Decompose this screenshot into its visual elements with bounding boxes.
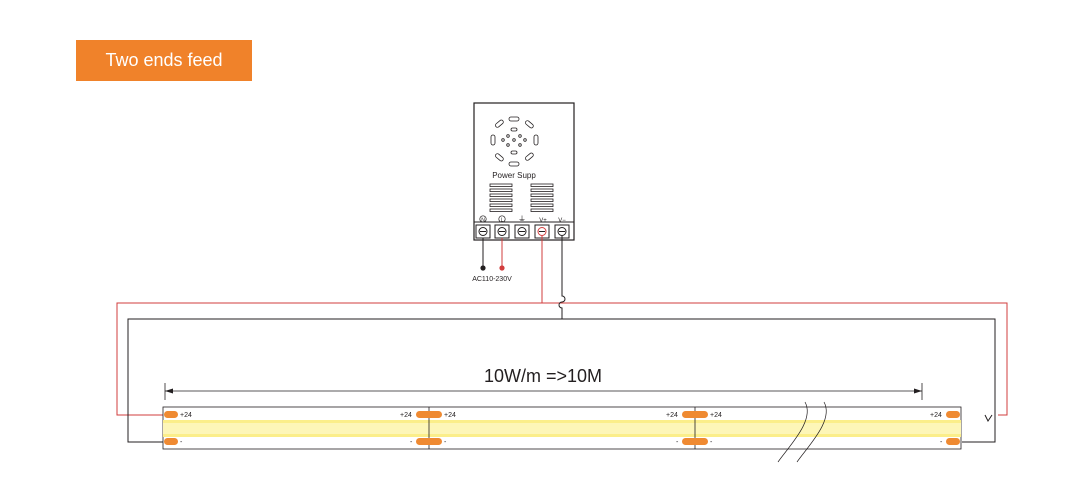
pad-label-plus: +24 <box>710 412 722 419</box>
pad-label-plus: +24 <box>180 412 192 419</box>
pad-label-minus: - <box>410 439 413 446</box>
power-supply: Power Supp N L ⏚ V+ V− <box>473 102 575 241</box>
pad-label-minus: - <box>710 439 713 446</box>
pad-label-plus: +24 <box>444 412 456 419</box>
pad-label-plus: +24 <box>400 412 412 419</box>
pad-label-minus: - <box>676 439 679 446</box>
pad-negative <box>416 438 442 445</box>
led-strip: +24 +24 +24 +24 +24 +24 - - - - - - <box>162 401 962 463</box>
terminal-vplus-label: V+ <box>539 218 547 224</box>
pad-negative <box>164 438 178 445</box>
terminal-n-label: N <box>481 218 485 224</box>
pad-positive <box>416 411 442 418</box>
pad-positive <box>946 411 960 418</box>
section-badge: Two ends feed <box>76 40 252 81</box>
length-dimension: 10W/m =>10M <box>164 366 923 400</box>
wire-positive <box>116 236 1008 416</box>
pad-label-plus: +24 <box>666 412 678 419</box>
vent-slots <box>489 183 554 212</box>
ac-voltage-label: AC110-230V <box>472 276 512 283</box>
pad-positive <box>164 411 178 418</box>
terminal-block <box>475 224 570 239</box>
wire-negative <box>127 236 996 443</box>
pad-negative <box>946 438 960 445</box>
pad-label-plus: +24 <box>930 412 942 419</box>
solder-pads <box>164 411 960 445</box>
power-supply-label: Power Supp <box>492 171 536 180</box>
terminal-l-label: L <box>501 218 504 224</box>
pad-label-minus: - <box>444 439 447 446</box>
terminal-vminus-label: V− <box>558 218 566 224</box>
terminal-ground-label: ⏚ <box>518 215 526 224</box>
pad-negative <box>682 438 708 445</box>
pad-label-minus: - <box>940 439 943 446</box>
length-label: 10W/m =>10M <box>484 366 602 386</box>
length-break-mark <box>777 401 827 463</box>
terminal-labels: N L ⏚ V+ V− <box>479 215 566 224</box>
pad-positive <box>682 411 708 418</box>
fan-icon <box>490 116 539 167</box>
pad-label-minus: - <box>180 439 183 446</box>
ac-input-leads: AC110-230V <box>472 238 512 283</box>
